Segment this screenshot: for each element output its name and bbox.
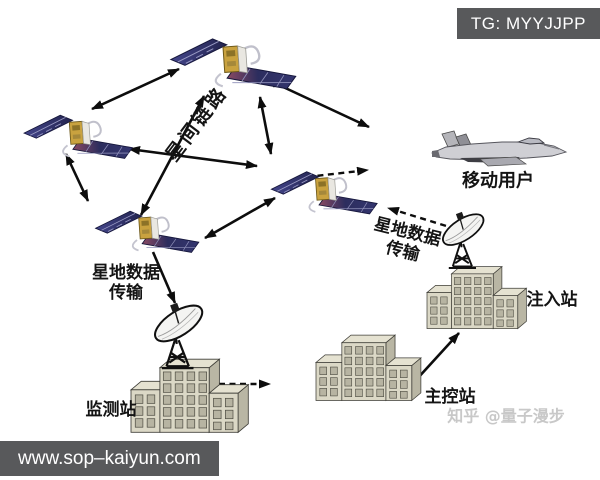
satellite-lower-left-icon xyxy=(93,205,201,260)
zhihu-watermark: 知乎 @量子漫步 xyxy=(447,406,565,426)
arrow-left-sat-to-lowerleft-sat xyxy=(64,153,90,202)
master-control-station-building xyxy=(315,334,422,401)
satellite-center-icon xyxy=(269,166,379,222)
arrow-left-sat-to-top-sat xyxy=(91,67,180,111)
arrow-injection-dish-to-center-sat xyxy=(387,206,457,231)
satellite-left-icon xyxy=(21,109,135,167)
sat-ground-data-label-left: 星地数据 传输 xyxy=(92,263,160,303)
arrow-top-sat-to-center-sat xyxy=(257,96,274,155)
monitoring-station-dish-icon xyxy=(148,297,210,370)
mobile-user-label: 移动用户 xyxy=(462,170,534,192)
telegram-badge: TG: MYYJJPP xyxy=(456,8,600,39)
arrow-lowerleft-sat-to-center-sat xyxy=(204,196,276,240)
arrow-left-sat-to-center-sat xyxy=(128,145,258,170)
sat-ground-left-line1: 星地数据 xyxy=(92,262,160,283)
master-control-station-label: 主控站 xyxy=(424,386,476,407)
satellite-top-icon xyxy=(168,32,298,98)
injection-station-label: 注入站 xyxy=(526,289,578,310)
injection-station-building xyxy=(426,266,527,329)
fighter-jet-icon xyxy=(431,130,568,167)
monitoring-station-label: 监测站 xyxy=(85,399,137,420)
sat-ground-left-line2: 传输 xyxy=(109,283,143,303)
monitoring-station-building xyxy=(130,358,249,433)
website-badge: www.sop–kaiyun.com xyxy=(0,441,219,476)
injection-station-dish-icon xyxy=(437,207,490,270)
arrow-lowerleft-sat-to-monitoring-dish xyxy=(151,251,177,304)
